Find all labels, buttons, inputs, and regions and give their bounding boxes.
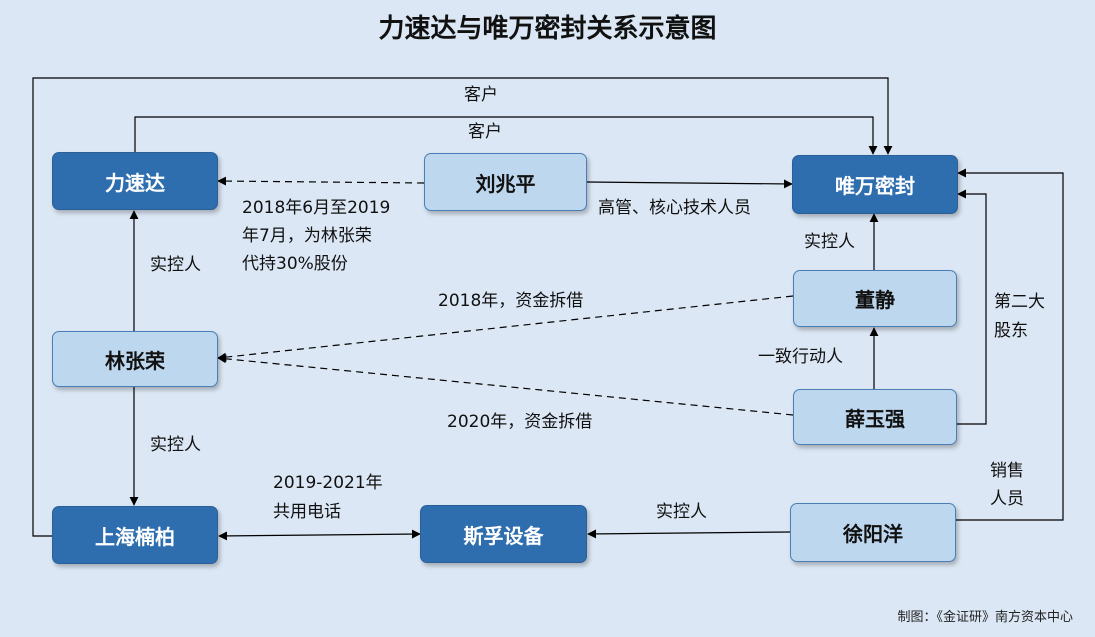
node-lisuda: 力速达 xyxy=(52,152,218,210)
label-loan-2020: 2020年，资金拆借 xyxy=(447,412,593,432)
label-proxy-line3: 代持30%股份 xyxy=(242,254,348,274)
label-customer-inner: 客户 xyxy=(468,122,502,142)
label-sales-line2: 人员 xyxy=(990,489,1024,509)
edge-phone xyxy=(218,529,421,541)
label-customer-outer: 客户 xyxy=(464,85,498,105)
label-sales-line1: 销售 xyxy=(990,461,1024,481)
label-controller-lisuda: 实控人 xyxy=(150,255,201,275)
label-phone-line2: 共用电话 xyxy=(273,502,341,522)
edge-customer-outer xyxy=(32,77,893,537)
label-controller-weiwan: 实控人 xyxy=(804,232,855,252)
node-linzhangrong: 林张荣 xyxy=(52,331,218,387)
label-proxy-line2: 年7月，为林张荣 xyxy=(242,226,372,246)
label-loan-2018: 2018年，资金拆借 xyxy=(438,291,584,311)
node-sifu: 斯孚设备 xyxy=(420,505,587,563)
node-weiwan: 唯万密封 xyxy=(792,155,958,214)
edge-controller-sifu xyxy=(587,529,791,539)
edge-loan-2018 xyxy=(217,295,794,362)
diagram-title: 力速达与唯万密封关系示意图 xyxy=(378,14,717,44)
label-second-holder-line2: 股东 xyxy=(994,321,1028,341)
edge-customer-inner xyxy=(134,116,878,155)
edge-sales xyxy=(956,168,1064,521)
label-phone-line1: 2019-2021年 xyxy=(273,473,383,493)
label-controller-sifu: 实控人 xyxy=(656,502,707,522)
node-xuyangyang: 徐阳洋 xyxy=(790,503,956,562)
label-proxy-line1: 2018年6月至2019 xyxy=(242,198,391,218)
label-controller-nanbai: 实控人 xyxy=(150,435,201,455)
label-second-holder-line1: 第二大 xyxy=(994,292,1045,312)
edge-second-holder xyxy=(957,189,987,425)
node-shanghai-nanbai: 上海楠柏 xyxy=(52,506,218,564)
label-exec: 高管、核心技术人员 xyxy=(598,198,751,218)
node-liuzhaoping: 刘兆平 xyxy=(424,153,587,211)
edge-loan-2020 xyxy=(217,354,794,416)
node-dongjing: 董静 xyxy=(793,270,957,327)
node-xueyuqiang: 薛玉强 xyxy=(793,389,957,445)
edge-exec xyxy=(586,179,793,189)
credit-text: 制图：《金证研》南方资本中心 xyxy=(897,610,1073,625)
label-concert: 一致行动人 xyxy=(758,347,843,367)
edge-proxy-holding xyxy=(217,176,425,186)
